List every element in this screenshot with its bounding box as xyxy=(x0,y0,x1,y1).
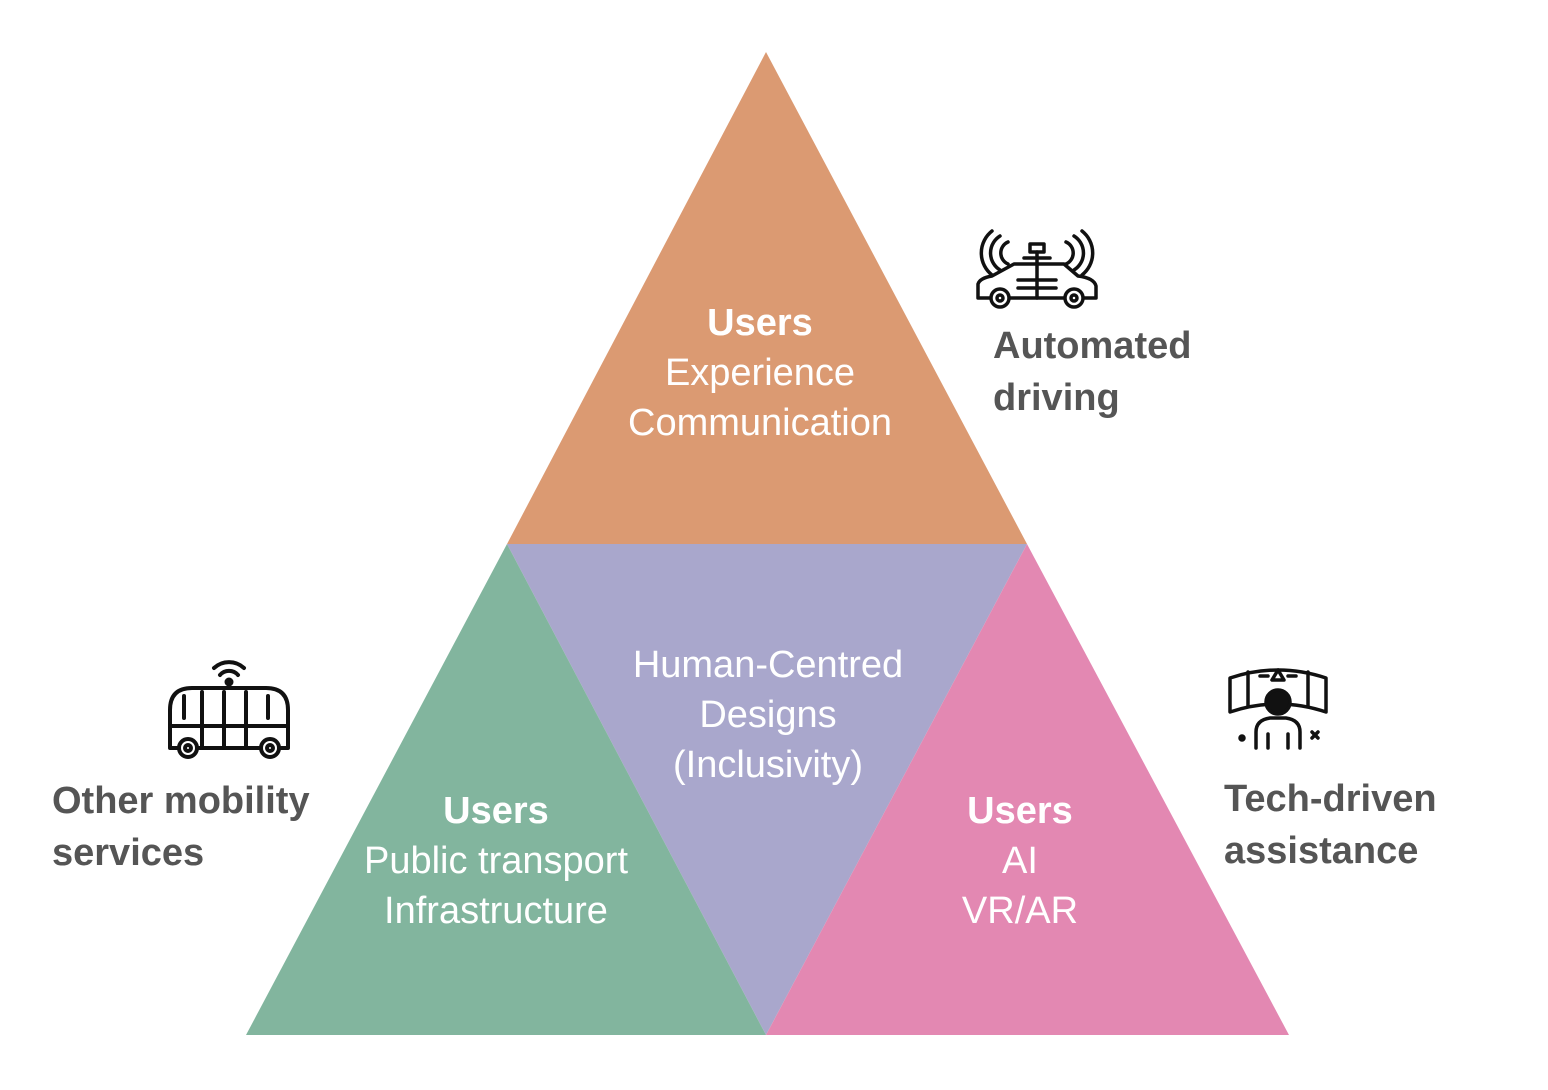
automated-line2: driving xyxy=(993,377,1120,419)
tech-line2: assistance xyxy=(1224,830,1419,872)
center-line2: Designs xyxy=(699,694,837,736)
top-line2: Communication xyxy=(628,402,892,444)
left-line1: Public transport xyxy=(363,840,629,882)
right-line2: VR/AR xyxy=(961,890,1079,932)
center-line3: (Inclusivity) xyxy=(672,744,864,786)
right-triangle-text: Users AI VR/AR xyxy=(962,786,1078,936)
mobility-line1: Other mobility xyxy=(52,780,310,822)
vr-user-icon xyxy=(1224,660,1332,752)
connected-shuttle-icon xyxy=(162,652,296,764)
autonomous-car-icon xyxy=(972,228,1102,310)
right-line1: AI xyxy=(1002,840,1038,882)
center-triangle-text: Human-Centred Designs (Inclusivity) xyxy=(633,640,903,790)
top-heading: Users xyxy=(707,302,813,344)
top-line1: Experience xyxy=(664,352,856,394)
top-triangle-text: Users Experience Communication xyxy=(628,298,892,448)
other-mobility-label: Other mobility services xyxy=(52,775,310,879)
left-line2: Infrastructure xyxy=(384,890,608,932)
automated-line1: Automated xyxy=(993,325,1192,367)
top-triangle xyxy=(507,52,1027,544)
right-triangle xyxy=(766,544,1289,1035)
left-heading: Users xyxy=(443,790,549,832)
tech-driven-label: Tech-driven assistance xyxy=(1224,773,1437,877)
center-triangle xyxy=(507,544,1027,1035)
left-triangle xyxy=(246,544,766,1035)
automated-driving-label: Automated driving xyxy=(993,320,1191,424)
right-heading: Users xyxy=(967,790,1073,832)
tech-line1: Tech-driven xyxy=(1224,778,1437,820)
mobility-line2: services xyxy=(52,832,205,874)
center-line1: Human-Centred xyxy=(632,644,904,686)
left-triangle-text: Users Public transport Infrastructure xyxy=(364,786,628,936)
